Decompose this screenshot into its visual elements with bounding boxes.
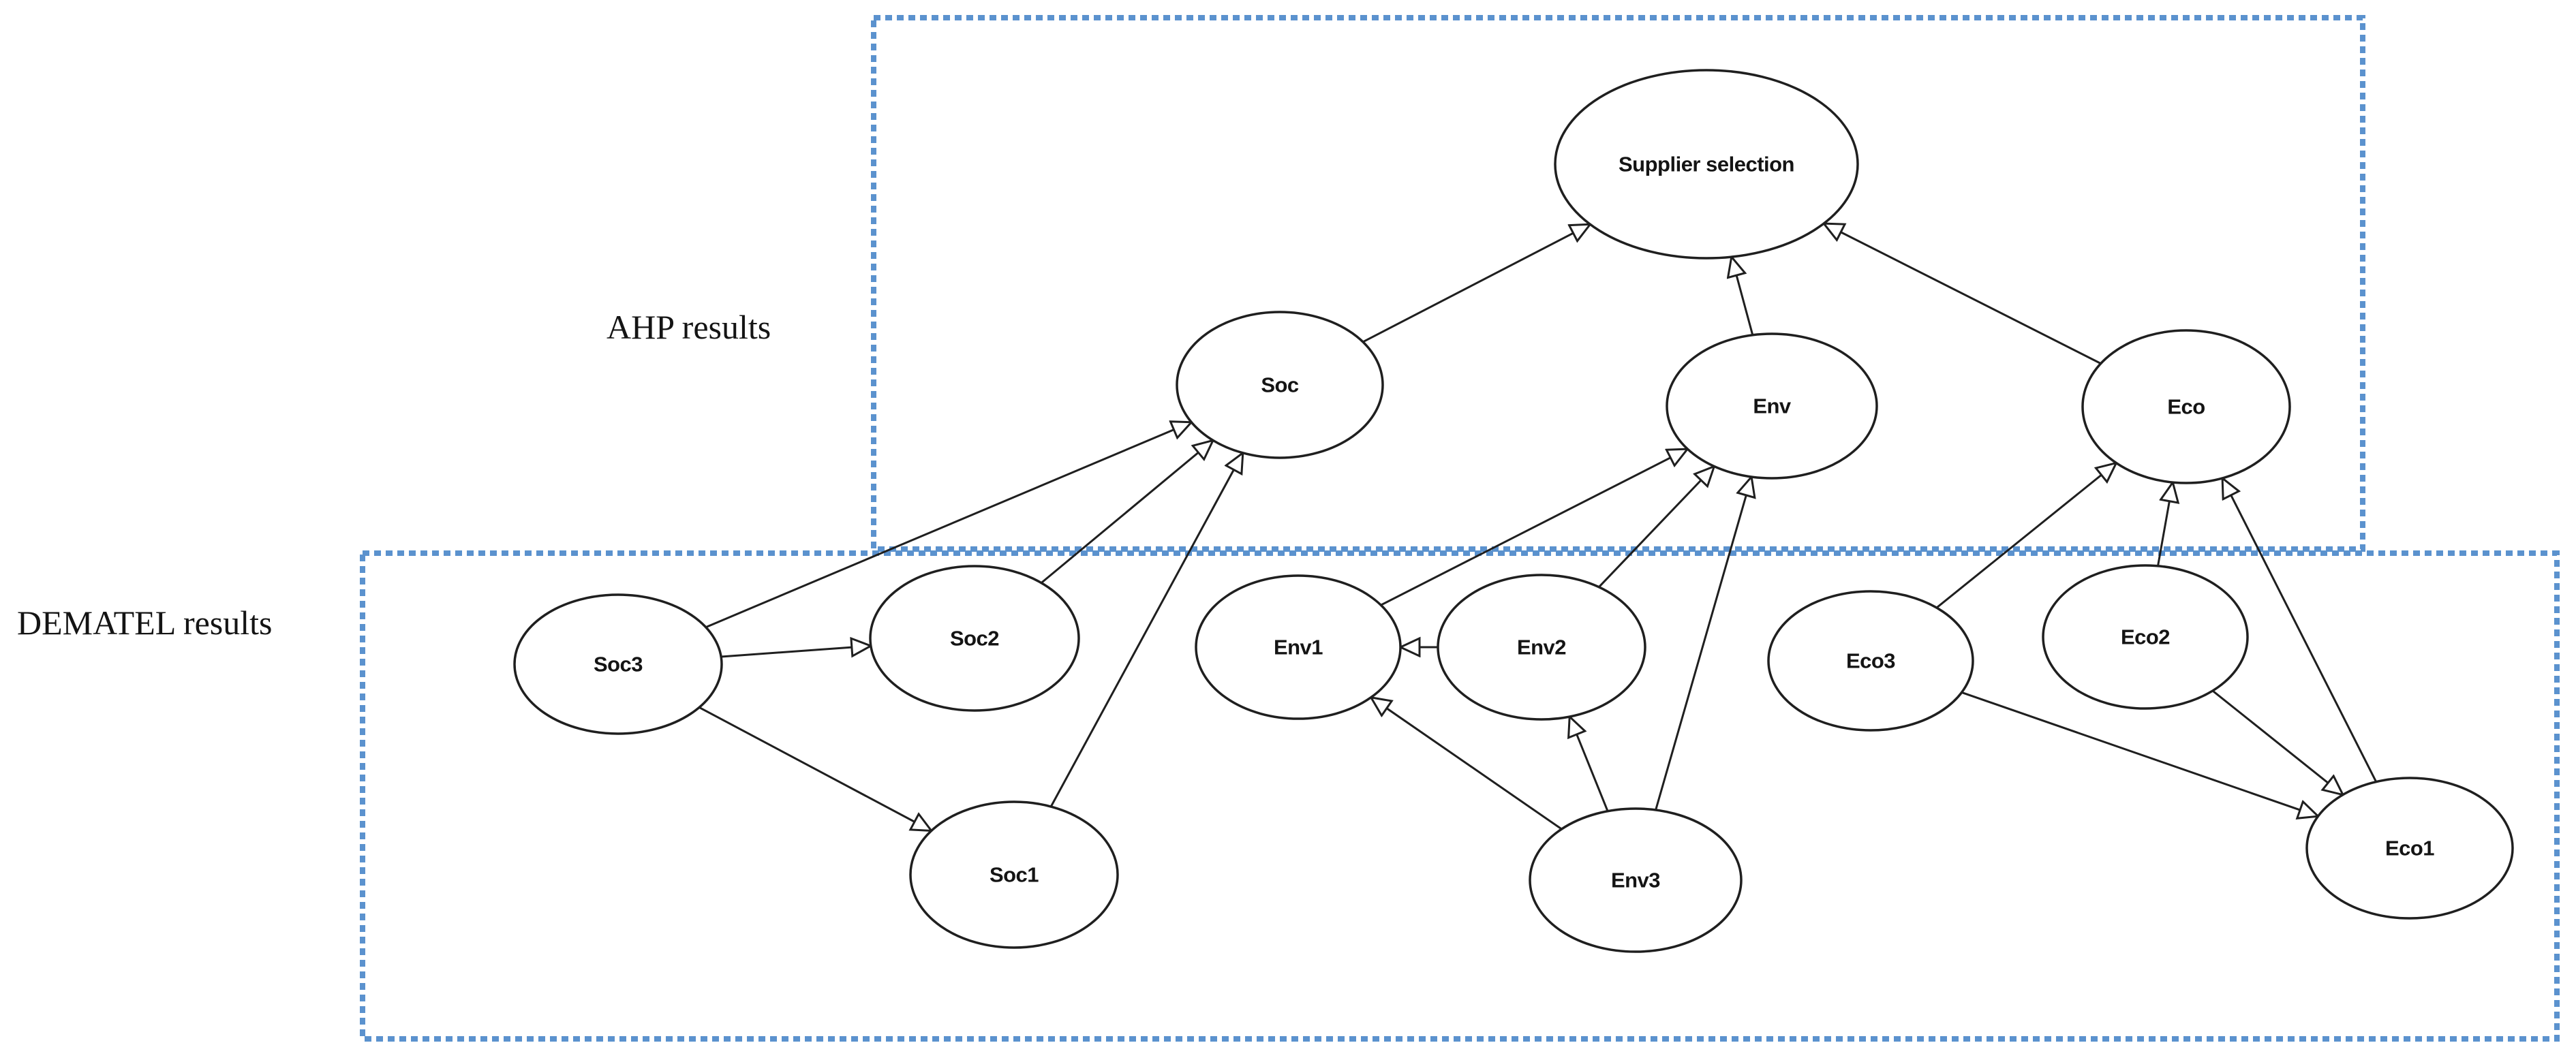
edge-eco2-to-eco1 bbox=[2211, 689, 2343, 795]
node-env-ellipse bbox=[1666, 332, 1878, 480]
edge-soc3-to-soc bbox=[705, 422, 1192, 629]
node-soc3-ellipse bbox=[513, 593, 723, 735]
node-env1-ellipse bbox=[1195, 574, 1402, 720]
edge-soc-to-supplier bbox=[1362, 224, 1590, 343]
edge-eco-to-supplier bbox=[1824, 223, 2102, 364]
node-eco1-ellipse bbox=[2305, 777, 2514, 920]
edge-eco3-to-eco bbox=[1935, 463, 2117, 609]
edge-env3-to-env bbox=[1655, 477, 1752, 811]
node-eco-label: Eco bbox=[2167, 395, 2205, 419]
node-soc1-ellipse bbox=[909, 800, 1119, 949]
edge-eco3-to-eco1 bbox=[1961, 691, 2318, 816]
node-soc-label: Soc bbox=[1261, 373, 1299, 397]
edge-env3-to-env1 bbox=[1371, 698, 1563, 830]
edge-env3-to-env2 bbox=[1569, 717, 1609, 812]
node-env1-label: Env1 bbox=[1274, 636, 1323, 659]
ahp-results-box bbox=[871, 15, 2365, 552]
node-soc2-ellipse bbox=[869, 565, 1080, 712]
node-eco-ellipse bbox=[2081, 329, 2291, 484]
node-env3-ellipse bbox=[1529, 807, 1743, 953]
node-env-label: Env bbox=[1753, 394, 1792, 418]
node-eco2-ellipse bbox=[2042, 564, 2249, 710]
edge-soc2-to-soc bbox=[1041, 440, 1213, 584]
edge-env1-to-env bbox=[1380, 449, 1687, 606]
node-env3-label: Env3 bbox=[1611, 869, 1660, 892]
node-eco3-ellipse bbox=[1767, 590, 1974, 732]
edge-eco2-to-eco bbox=[2157, 482, 2173, 567]
edge-soc3-to-soc2 bbox=[720, 646, 871, 657]
node-env2-ellipse bbox=[1437, 574, 1646, 721]
node-eco3-label: Eco3 bbox=[1846, 649, 1895, 673]
node-supplier-label: Supplier selection bbox=[1619, 153, 1794, 176]
dematel-results-box bbox=[360, 550, 2560, 1042]
node-soc1-label: Soc1 bbox=[990, 863, 1039, 887]
edge-env2-to-env bbox=[1598, 467, 1714, 588]
edges-layer bbox=[699, 223, 2378, 830]
dematel-results-label: DEMATEL results bbox=[17, 604, 273, 642]
edge-eco1-to-eco bbox=[2222, 478, 2378, 783]
node-supplier-ellipse bbox=[1554, 69, 1859, 260]
node-soc3-label: Soc3 bbox=[594, 653, 643, 676]
node-eco1-label: Eco1 bbox=[2385, 837, 2434, 860]
node-eco2-label: Eco2 bbox=[2121, 625, 2170, 649]
node-soc-ellipse bbox=[1176, 311, 1384, 459]
edge-soc3-to-soc1 bbox=[699, 706, 932, 830]
edge-soc1-to-soc bbox=[1049, 453, 1243, 807]
edge-env-to-supplier bbox=[1732, 257, 1754, 336]
node-env2-label: Env2 bbox=[1517, 636, 1566, 659]
ahp-results-label: AHP results bbox=[607, 308, 771, 346]
node-soc2-label: Soc2 bbox=[950, 627, 999, 651]
